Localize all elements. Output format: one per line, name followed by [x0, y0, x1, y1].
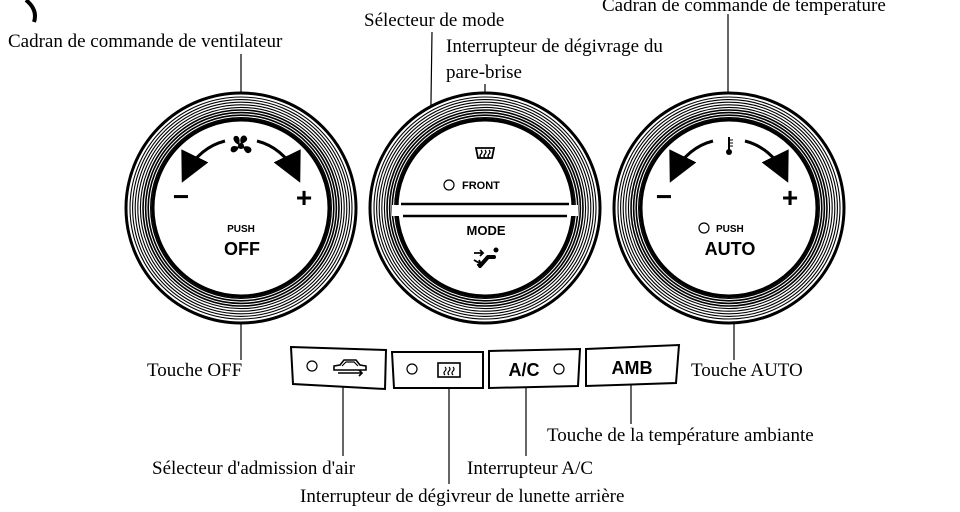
off-button-callout: Touche OFF	[147, 360, 242, 381]
bezel-ring	[150, 117, 332, 299]
bezel-ring	[625, 104, 833, 312]
off-button[interactable]: PUSH OFF	[224, 224, 260, 259]
bezel-ring	[373, 96, 597, 320]
bezel-ring	[142, 109, 340, 307]
off-label: OFF	[224, 239, 260, 259]
front-defrost-label: FRONT	[462, 180, 500, 192]
ac-switch-callout: Interrupteur A/C	[467, 458, 593, 479]
bezel-ring	[132, 99, 350, 317]
bezel-ring	[388, 111, 582, 305]
bezel-ring	[632, 111, 826, 305]
bezel-ring	[147, 114, 335, 302]
increase-arrow	[744, 139, 789, 183]
ac-label: A/C	[509, 360, 540, 380]
rear-defogger-callout: Interrupteur de dégivreur de lunette arr…	[300, 486, 624, 507]
bezel-ring	[129, 96, 353, 320]
bezel-ring	[383, 106, 587, 310]
auto-push-label: PUSH	[716, 224, 744, 235]
fan-icon	[230, 135, 252, 154]
windshield-defrost-icon	[474, 147, 496, 159]
bezel-ring	[620, 99, 838, 317]
increase-arrow	[256, 139, 301, 183]
indicator-led-icon	[306, 360, 318, 372]
temperature-control-dial[interactable]: − + PUSH AUTO	[612, 91, 846, 325]
bezel-ring	[139, 106, 343, 310]
bezel-ring	[637, 117, 820, 299]
bezel-ring	[378, 101, 592, 315]
decrease-arrow	[181, 139, 226, 183]
rear-defrost-icon	[437, 362, 461, 378]
mode-button[interactable]: MODE	[467, 223, 506, 268]
rear-defogger-button[interactable]	[390, 351, 484, 389]
bezel-ring	[381, 104, 589, 312]
windshield-defrost-button[interactable]: FRONT	[443, 147, 500, 192]
decrease-arrow	[669, 139, 714, 183]
indicator-led-icon	[553, 363, 565, 375]
bezel-ring	[630, 109, 828, 307]
bezel-ring	[622, 101, 836, 315]
windshield-defrost-callout: Interrupteur de dégivrage du	[446, 36, 663, 57]
air-intake-callout: Sélecteur d'admission d'air	[152, 458, 356, 479]
thermometer-icon	[726, 137, 733, 155]
mode-label: MODE	[467, 223, 506, 238]
mode-selector-callout: Sélecteur de mode	[364, 10, 504, 31]
off-push-label: PUSH	[227, 224, 255, 235]
temp-plus-label: +	[782, 182, 798, 213]
bezel-ring	[144, 111, 338, 305]
auto-button[interactable]: PUSH AUTO	[698, 222, 756, 259]
indicator-led-icon	[698, 222, 710, 234]
recirculation-car-icon	[333, 359, 367, 377]
mode-selector-dial[interactable]: FRONT MODE	[368, 91, 602, 325]
indicator-led-icon	[406, 363, 418, 375]
fan-dial-callout: Cadran de commande de ventilateur	[8, 31, 283, 52]
indicator-led-icon	[443, 179, 455, 191]
auto-button-callout: Touche AUTO	[691, 360, 803, 381]
ambient-temperature-button[interactable]: AMB	[585, 343, 681, 388]
bezel-ring	[134, 101, 348, 315]
auto-label: AUTO	[705, 239, 756, 259]
fan-control-dial[interactable]: − + PUSH OFF	[124, 91, 358, 325]
temp-dial-callout: Cadran de commande de température	[602, 0, 886, 16]
bezel-ring	[137, 104, 345, 312]
temp-minus-label: −	[656, 181, 672, 212]
cropped-graphic-fragment	[24, 0, 37, 23]
fan-plus-label: +	[296, 182, 312, 213]
amb-label: AMB	[612, 358, 653, 378]
bezel-ring	[627, 106, 831, 310]
bezel-ring	[376, 99, 594, 317]
bezel-ring	[386, 109, 584, 307]
fan-minus-label: −	[173, 181, 189, 212]
bezel-ring	[617, 96, 841, 320]
vent-mode-icon	[473, 247, 499, 268]
bezel-ring	[635, 114, 823, 302]
ambient-button-callout: Touche de la température ambiante	[547, 425, 814, 446]
ac-button[interactable]: A/C	[488, 347, 582, 390]
air-intake-button[interactable]	[289, 345, 388, 391]
windshield-defrost-callout-line2: pare-brise	[446, 62, 522, 83]
